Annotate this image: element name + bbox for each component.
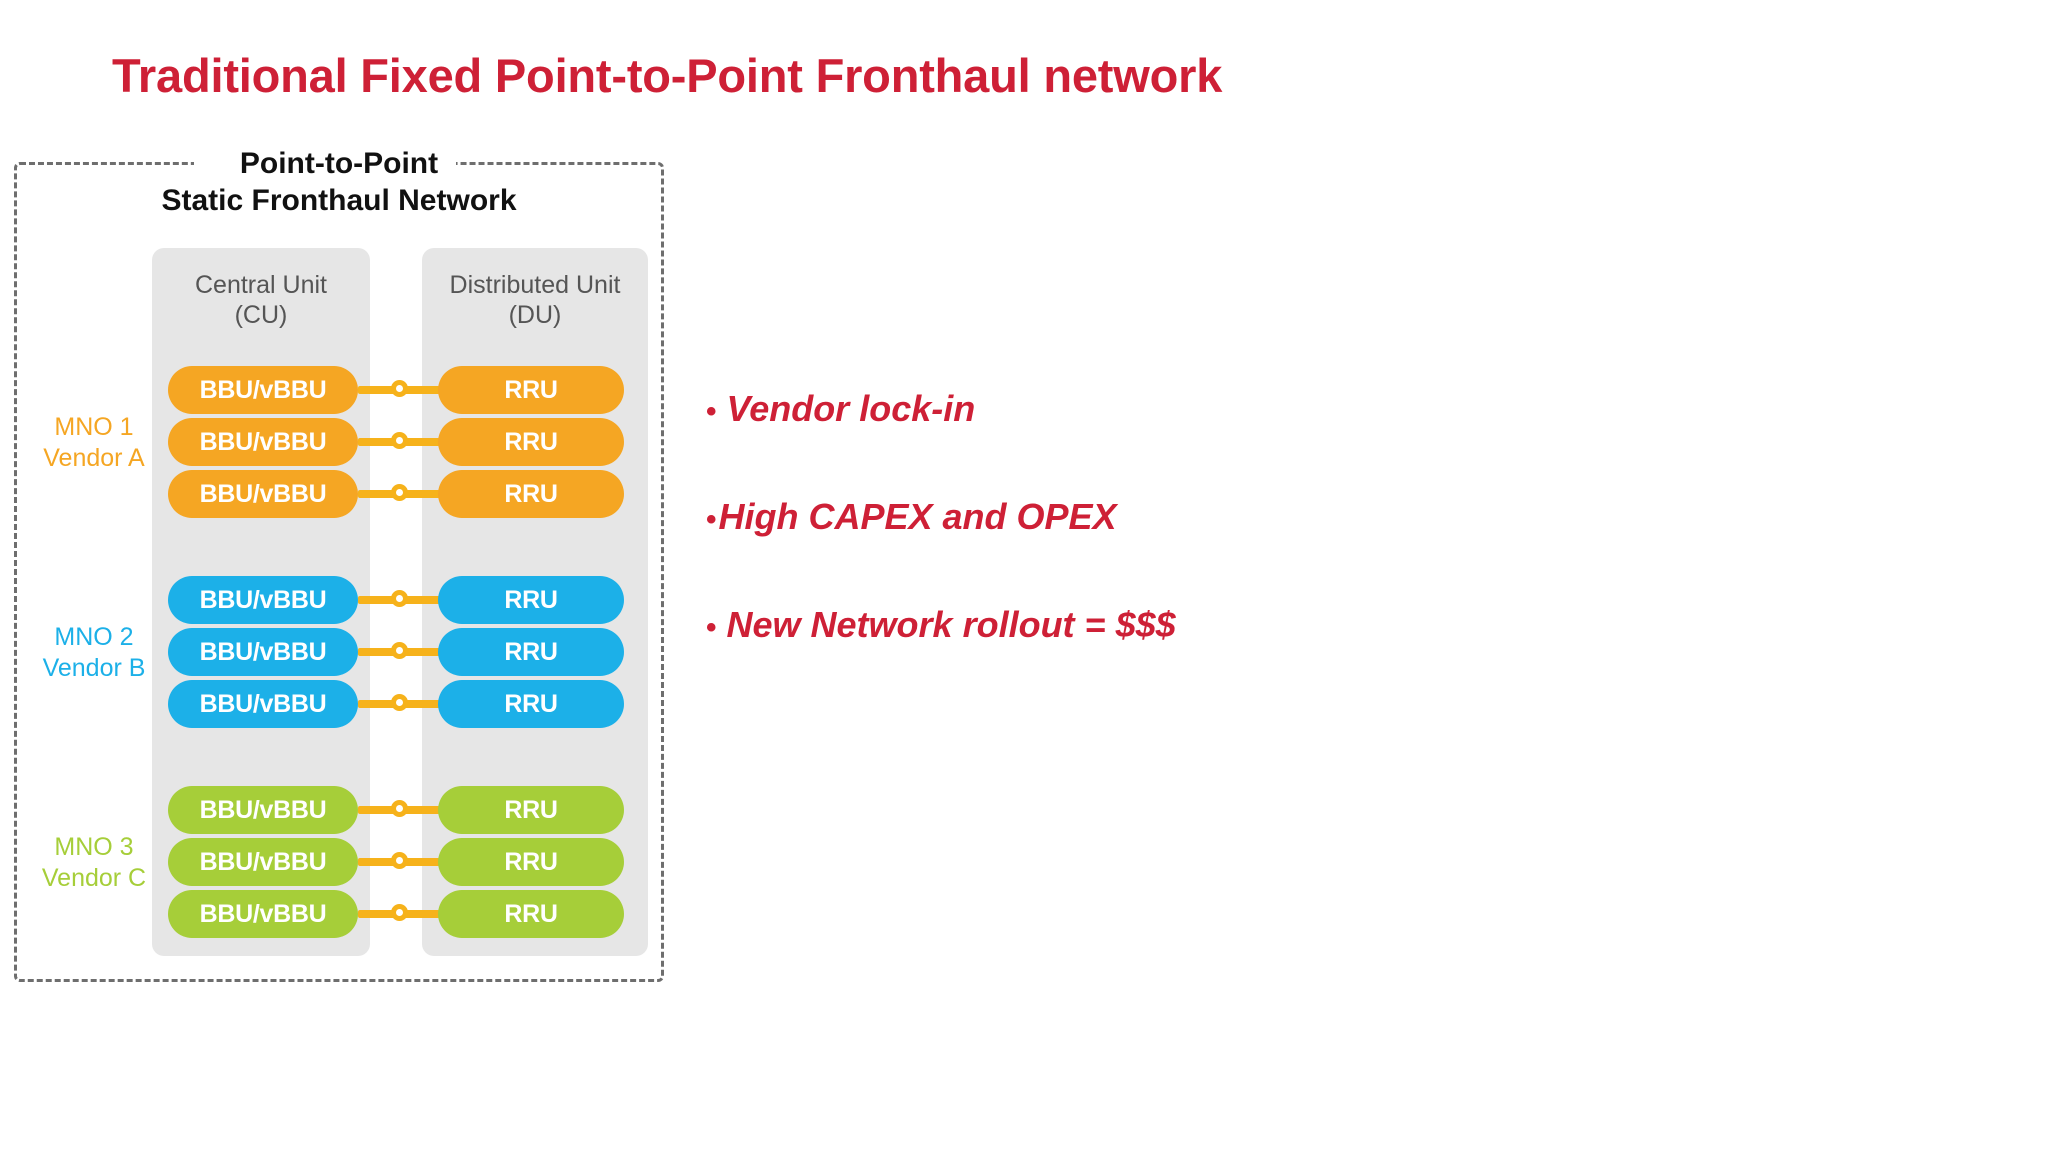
column-header-cu-line2: (CU) [234, 301, 288, 329]
page-title: Traditional Fixed Point-to-Point Frontha… [112, 49, 1223, 102]
mno-label-line1: MNO 2 [54, 623, 134, 651]
fronthaul-link [358, 800, 440, 817]
key-point-text: High CAPEX and OPEX [718, 496, 1117, 537]
link-node-icon [391, 800, 408, 817]
column-header-cu-line1: Central Unit [195, 271, 327, 299]
fronthaul-link [358, 904, 440, 921]
link-node-icon [391, 642, 408, 659]
mno-label-line2: Vendor B [42, 654, 146, 682]
link-node-icon [391, 694, 408, 711]
rru-pill[interactable]: RRU [438, 680, 624, 728]
mno-label-mno2: MNO 2 Vendor B [24, 622, 164, 684]
diagram-grid: Central Unit (CU) Distributed Unit (DU) … [42, 248, 648, 956]
key-points-list: •Vendor lock-in•High CAPEX and OPEX•New … [706, 388, 1466, 712]
column-header-du-line2: (DU) [508, 301, 562, 329]
key-point-item: • Vendor lock-in [706, 388, 1466, 430]
rru-pill[interactable]: RRU [438, 470, 624, 518]
diagram-heading: Point-to-Point Static Fronthaul Network [14, 146, 664, 219]
bbu-pill[interactable]: BBU/vBBU [168, 418, 358, 466]
fronthaul-link [358, 380, 440, 397]
rru-pill[interactable]: RRU [438, 838, 624, 886]
link-node-icon [391, 380, 408, 397]
bullet-dot-icon: • [706, 395, 717, 428]
diagram-heading-line1: Point-to-Point [239, 147, 439, 180]
key-point-item: •High CAPEX and OPEX [706, 496, 1466, 538]
fronthaul-link [358, 694, 440, 711]
diagram-heading-notch [194, 150, 456, 176]
bullet-dot-icon: • [706, 503, 717, 536]
fronthaul-link [358, 642, 440, 659]
link-node-icon [391, 484, 408, 501]
link-node-icon [391, 432, 408, 449]
bbu-pill[interactable]: BBU/vBBU [168, 680, 358, 728]
mno-label-line2: Vendor C [41, 864, 147, 892]
rru-pill[interactable]: RRU [438, 890, 624, 938]
mno-label-line1: MNO 1 [54, 413, 134, 441]
bbu-pill[interactable]: BBU/vBBU [168, 890, 358, 938]
rru-pill[interactable]: RRU [438, 366, 624, 414]
fronthaul-link [358, 484, 440, 501]
mno-label-mno1: MNO 1 Vendor A [24, 412, 164, 474]
rru-pill[interactable]: RRU [438, 628, 624, 676]
mno-label-mno3: MNO 3 Vendor C [24, 832, 164, 894]
fronthaul-link [358, 432, 440, 449]
rru-pill[interactable]: RRU [438, 418, 624, 466]
column-header-du: Distributed Unit (DU) [422, 270, 648, 330]
bbu-pill[interactable]: BBU/vBBU [168, 470, 358, 518]
fronthaul-link [358, 852, 440, 869]
link-node-icon [391, 852, 408, 869]
bbu-pill[interactable]: BBU/vBBU [168, 628, 358, 676]
fronthaul-diagram: Point-to-Point Static Fronthaul Network … [14, 147, 664, 982]
bbu-pill[interactable]: BBU/vBBU [168, 786, 358, 834]
rru-pill[interactable]: RRU [438, 576, 624, 624]
bbu-pill[interactable]: BBU/vBBU [168, 576, 358, 624]
mno-label-line2: Vendor A [43, 444, 145, 472]
bullet-dot-icon: • [706, 611, 717, 644]
key-point-text: Vendor lock-in [726, 388, 976, 429]
column-header-cu: Central Unit (CU) [152, 270, 370, 330]
diagram-heading-line2: Static Fronthaul Network [161, 183, 517, 217]
bbu-pill[interactable]: BBU/vBBU [168, 366, 358, 414]
fronthaul-link [358, 590, 440, 607]
link-node-icon [391, 904, 408, 921]
rru-pill[interactable]: RRU [438, 786, 624, 834]
key-point-item: • New Network rollout = $$$ [706, 604, 1466, 646]
key-point-text: New Network rollout = $$$ [726, 604, 1176, 645]
mno-label-line1: MNO 3 [54, 833, 134, 861]
link-node-icon [391, 590, 408, 607]
column-header-du-line1: Distributed Unit [449, 271, 621, 299]
bbu-pill[interactable]: BBU/vBBU [168, 838, 358, 886]
